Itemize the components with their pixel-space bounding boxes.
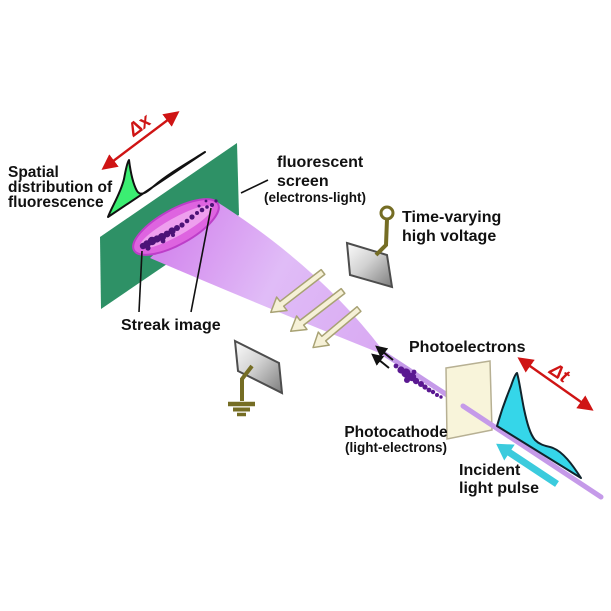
delta-x-label: Δx: [123, 109, 156, 141]
photoelectrons-label: Photoelectrons: [409, 339, 526, 356]
screen-pointer-line: [240, 179, 269, 194]
beam-axis-right: [460, 403, 604, 500]
spatial-distribution-label: Spatial: [8, 164, 59, 181]
deflection-plate-top: [345, 241, 394, 289]
photocathode-label: Photocathode: [344, 424, 448, 441]
incident-light-label: light pulse: [459, 480, 539, 497]
spatial-distribution-curve: [107, 151, 206, 218]
delta-t-arrow: [517, 357, 594, 411]
fluorescent-screen-sublabel: (electrons-light): [264, 190, 366, 205]
delta-t-label: Δt: [544, 359, 573, 388]
fluorescent-screen-label: screen: [277, 173, 329, 190]
high-voltage-label: Time-varying: [402, 209, 501, 226]
fluorescent-screen-label: fluorescent: [277, 154, 364, 171]
ground-icon: [228, 364, 255, 417]
incident-light-arrow: [496, 443, 559, 487]
electron-motion-arrows: [371, 345, 394, 369]
streak-pointer-line-right: [190, 207, 212, 313]
sweep-arrows: [270, 268, 362, 349]
deflection-plate-bottom: [233, 339, 284, 395]
spatial-distribution-label: fluorescence: [8, 194, 104, 211]
incident-light-label: Incident: [459, 462, 521, 479]
photoelectron-dots: [393, 363, 443, 399]
photocathode-sublabel: (light-electrons): [345, 440, 447, 455]
photocathode-plate: [445, 360, 493, 440]
spatial-distribution-label: distribution of: [8, 179, 113, 196]
streak-dots: [139, 199, 218, 251]
hv-terminal-wire: [374, 205, 395, 257]
electron-beam-cone: [150, 200, 387, 356]
streak-pointer-line-left: [138, 250, 143, 313]
high-voltage-label: high voltage: [402, 228, 496, 245]
hv-terminal-icon: [379, 205, 395, 221]
delta-x-arrow: [101, 111, 180, 170]
streak-image-label: Streak image: [121, 317, 221, 334]
